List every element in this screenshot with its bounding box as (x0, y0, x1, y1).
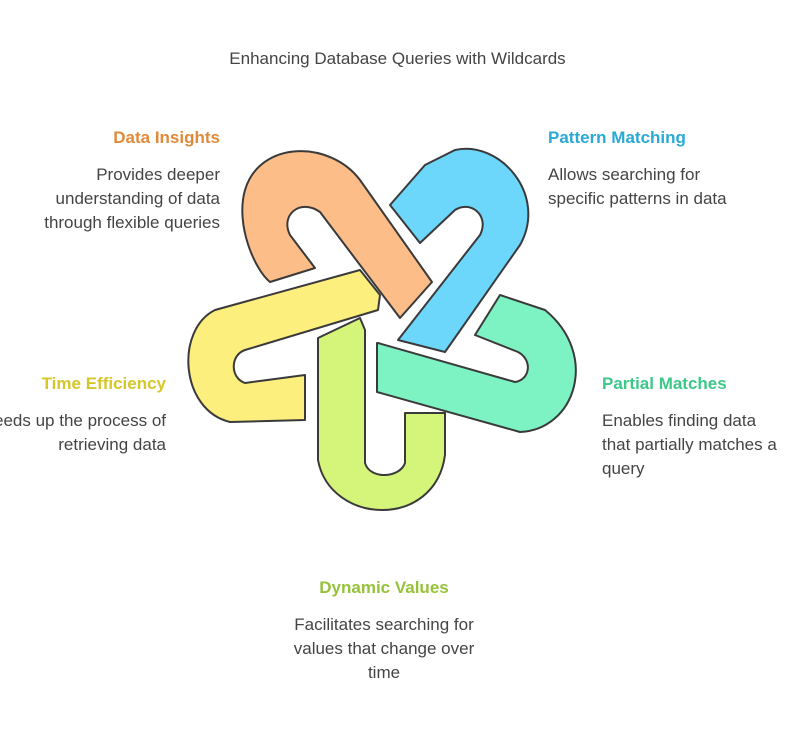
item-data-insights: Data Insights Provides deeper understand… (20, 126, 220, 235)
heading-dynamic-values: Dynamic Values (319, 578, 449, 597)
loop-data-insights (241, 150, 433, 319)
description-dynamic-values: Facilitates searching for values that ch… (293, 615, 475, 682)
description-data-insights: Provides deeper understanding of data th… (44, 165, 220, 232)
loop-pattern-matching (389, 147, 530, 353)
diagram-title: Enhancing Database Queries with Wildcard… (229, 49, 566, 68)
heading-data-insights: Data Insights (113, 128, 220, 147)
heading-time-efficiency: Time Efficiency (41, 374, 166, 393)
loop-dynamic-values (317, 317, 446, 511)
item-partial-matches: Partial Matches Enables finding data tha… (602, 372, 782, 481)
loop-partial-matches (376, 294, 577, 433)
loop-time-efficiency (187, 269, 381, 423)
description-partial-matches: Enables finding data that partially matc… (602, 411, 777, 478)
description-pattern-matching: Allows searching for specific patterns i… (548, 165, 727, 208)
item-pattern-matching: Pattern Matching Allows searching for sp… (548, 126, 748, 211)
heading-partial-matches: Partial Matches (602, 374, 727, 393)
description-time-efficiency: Speeds up the process of retrieving data (0, 411, 166, 454)
item-time-efficiency: Time Efficiency Speeds up the process of… (0, 372, 166, 457)
item-dynamic-values: Dynamic Values Facilitates searching for… (284, 576, 484, 685)
heading-pattern-matching: Pattern Matching (548, 128, 686, 147)
